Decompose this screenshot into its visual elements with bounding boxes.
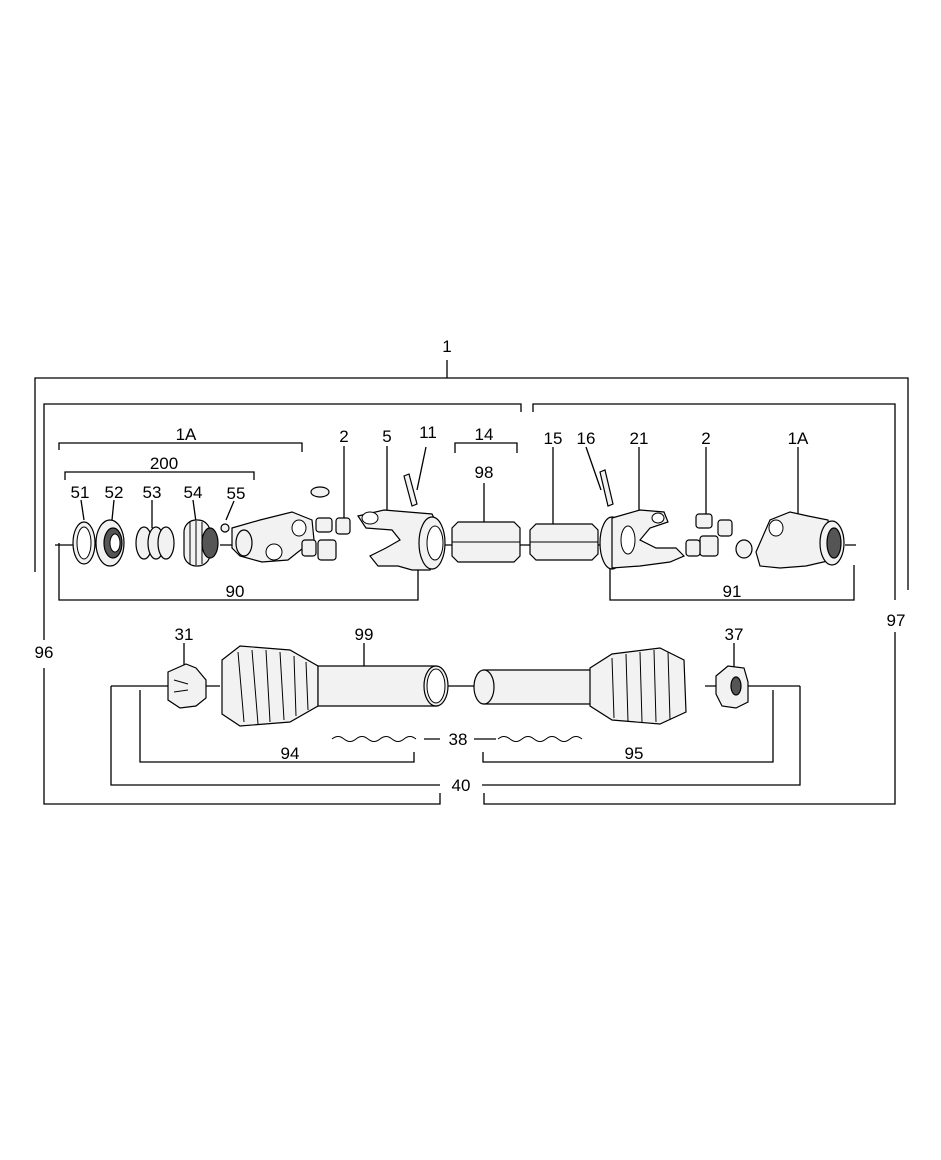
part-11-spring-pin bbox=[403, 473, 418, 507]
label-54: 54 bbox=[184, 483, 203, 502]
part-52-bearing-collar bbox=[95, 519, 125, 567]
label-11: 11 bbox=[419, 423, 437, 442]
label-2-left: 2 bbox=[339, 427, 348, 446]
label-98: 98 bbox=[475, 463, 494, 482]
label-52: 52 bbox=[105, 483, 124, 502]
part-31-bearing-ring-left bbox=[167, 663, 207, 709]
label-21: 21 bbox=[630, 429, 649, 448]
part-55-pin bbox=[220, 523, 230, 533]
shield-tube-right bbox=[473, 669, 595, 705]
label-95: 95 bbox=[625, 744, 644, 763]
label-2-right: 2 bbox=[701, 429, 710, 448]
shield-cone-right bbox=[589, 647, 687, 725]
label-1: 1 bbox=[442, 337, 451, 356]
label-1a-right: 1A bbox=[788, 429, 809, 448]
label-90: 90 bbox=[226, 582, 245, 601]
label-14: 14 bbox=[475, 425, 494, 444]
part-53-rings bbox=[135, 526, 175, 560]
label-38: 38 bbox=[449, 730, 468, 749]
part-21-yoke-outer bbox=[599, 509, 686, 570]
label-51: 51 bbox=[71, 483, 90, 502]
label-40: 40 bbox=[452, 776, 471, 795]
part-5-yoke-inner bbox=[357, 509, 446, 571]
label-97: 97 bbox=[887, 611, 906, 630]
label-94: 94 bbox=[281, 744, 300, 763]
part-54-collar bbox=[183, 519, 219, 567]
callout-labels: 1 1A 200 51 52 53 54 55 2 5 11 14 98 15 … bbox=[35, 337, 906, 795]
yoke-right bbox=[735, 511, 845, 569]
label-55: 55 bbox=[227, 484, 246, 503]
label-1a-left: 1A bbox=[176, 425, 197, 444]
label-37: 37 bbox=[725, 625, 744, 644]
label-53: 53 bbox=[143, 483, 162, 502]
part-15-outer-tube bbox=[529, 523, 599, 561]
shield-cone-left bbox=[221, 645, 319, 727]
label-200: 200 bbox=[150, 454, 178, 473]
label-96: 96 bbox=[35, 643, 54, 662]
label-31: 31 bbox=[175, 625, 194, 644]
yoke-left bbox=[231, 511, 315, 563]
cross-journal-right bbox=[685, 513, 733, 557]
label-99: 99 bbox=[355, 625, 374, 644]
part-38-chains bbox=[331, 736, 583, 742]
part-37-bearing-ring-right bbox=[715, 665, 749, 709]
cross-journal-left bbox=[301, 486, 351, 561]
part-51-retaining-ring bbox=[72, 521, 96, 565]
part-98-inner-tube bbox=[451, 521, 521, 563]
label-91: 91 bbox=[723, 582, 742, 601]
label-15: 15 bbox=[544, 429, 563, 448]
label-5: 5 bbox=[382, 427, 391, 446]
label-16: 16 bbox=[577, 429, 596, 448]
part-16-spring-pin bbox=[599, 469, 614, 507]
part-99-shield-tube-left bbox=[317, 665, 449, 707]
